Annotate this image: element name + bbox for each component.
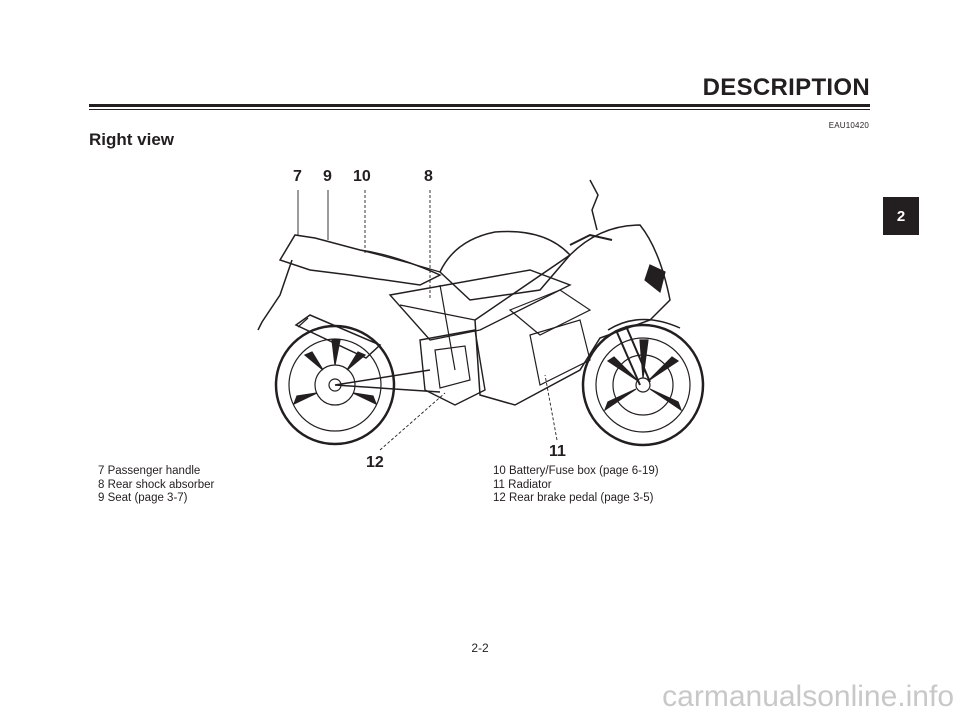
legend-item: 7 Passenger handle xyxy=(98,465,201,477)
callout-7: 7 xyxy=(293,168,302,185)
header-rule-thin xyxy=(89,109,870,110)
chapter-tab[interactable]: 2 xyxy=(883,197,919,235)
watermark: carmanualsonline.info xyxy=(662,680,954,713)
callout-10: 10 xyxy=(353,168,371,185)
legend-right: 10 Battery/Fuse box (page 6-19) 11 Radia… xyxy=(493,465,659,506)
page-number: 2-2 xyxy=(471,641,489,655)
legend-item: 12 Rear brake pedal (page 3-5) xyxy=(493,492,654,504)
callout-8: 8 xyxy=(424,168,433,185)
callout-leaders xyxy=(297,190,558,451)
front-wheel xyxy=(581,323,705,447)
section-title: DESCRIPTION xyxy=(702,74,870,101)
legend-item: 11 Radiator xyxy=(493,478,552,491)
header-rule-thick xyxy=(89,104,870,107)
page-heading: Right view xyxy=(89,130,175,149)
callout-12: 12 xyxy=(366,454,384,471)
callout-11: 11 xyxy=(549,443,566,460)
callout-9: 9 xyxy=(323,168,332,185)
motorcycle-illustration xyxy=(257,179,705,451)
legend-item: 10 Battery/Fuse box (page 6-19) xyxy=(493,465,659,477)
legend-left: 7 Passenger handle 8 Rear shock absorber… xyxy=(98,465,214,506)
legend-item: 9 Seat (page 3-7) xyxy=(98,492,188,504)
document-code: EAU10420 xyxy=(828,121,869,130)
legend-item: 8 Rear shock absorber xyxy=(98,478,215,491)
